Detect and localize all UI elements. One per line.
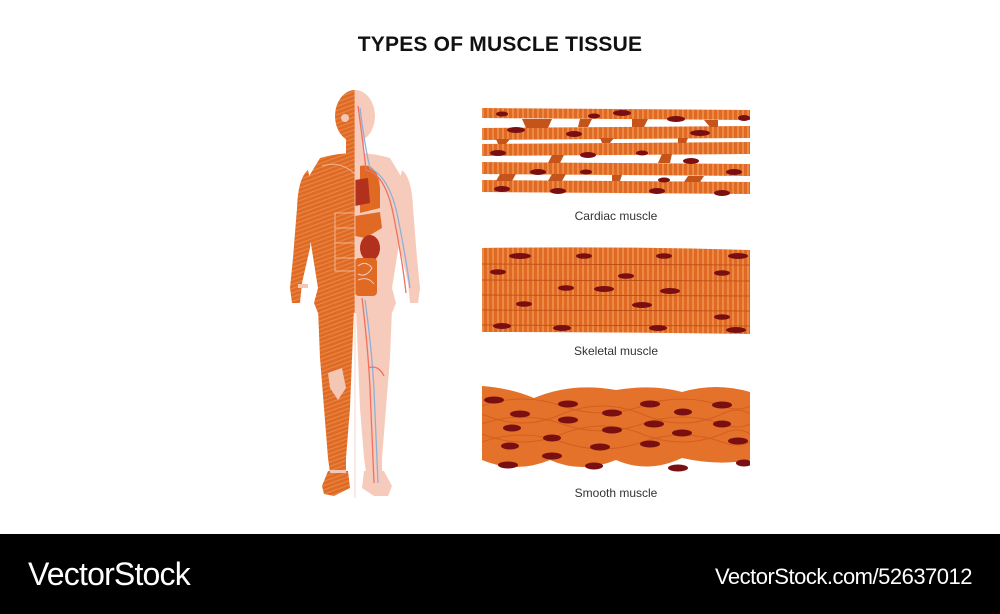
smooth-muscle-illustration [482,384,750,476]
image-url: VectorStock.com/52637012 [714,564,973,589]
page-title: TYPES OF MUSCLE TISSUE [357,33,643,56]
cardiac-muscle-label: Cardiac muscle [574,209,658,223]
smooth-muscle-label: Smooth muscle [574,486,658,500]
human-body-figure [280,88,430,503]
brand-logo: VectorStock [28,556,191,592]
organs-half [355,90,420,496]
skeletal-muscle-illustration [482,246,750,336]
footer-bar: VectorStock VectorStock.com/52637012 [0,534,1000,614]
cardiac-muscle-illustration [482,106,750,198]
skeletal-muscle-label: Skeletal muscle [573,344,659,358]
muscular-half [290,90,355,496]
